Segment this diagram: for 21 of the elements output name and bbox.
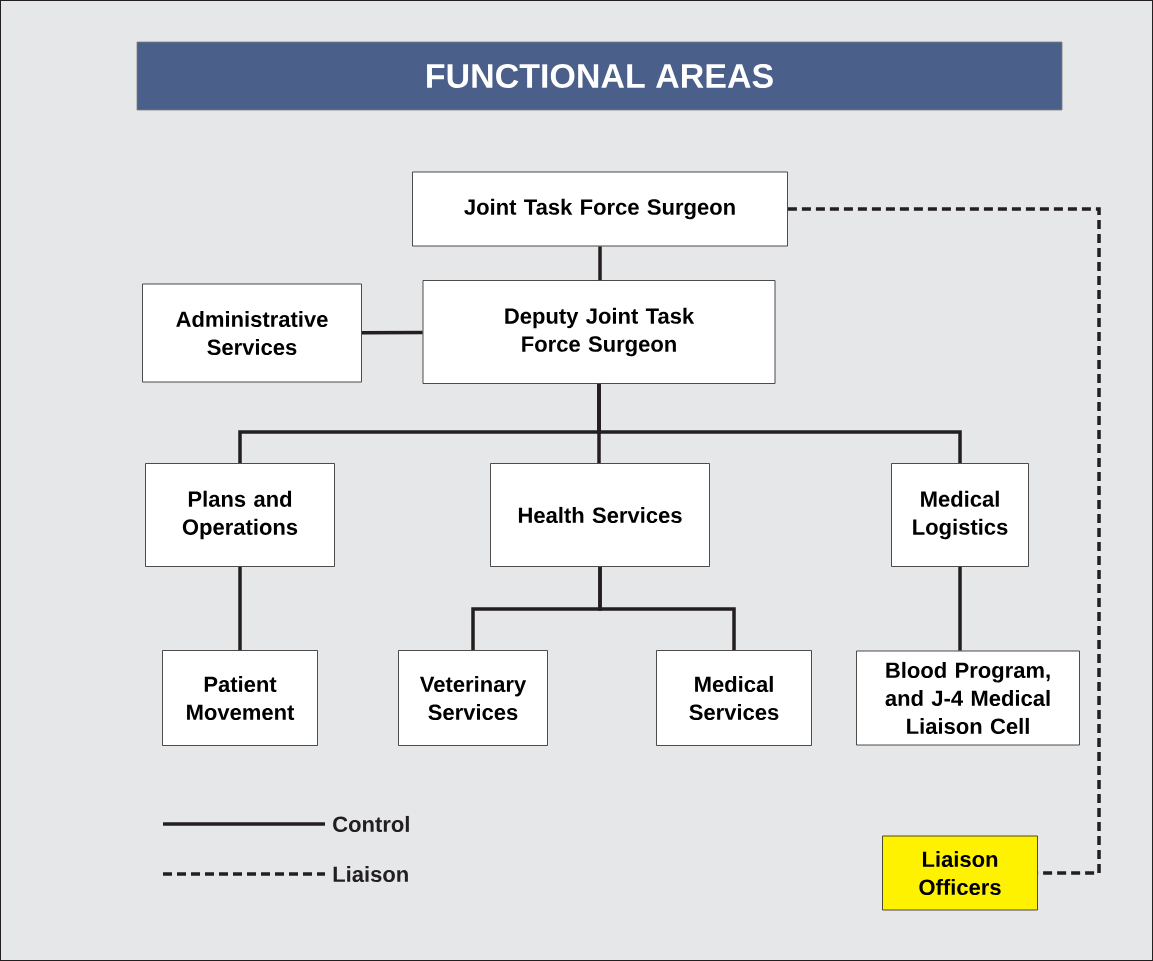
- org-box: Liaison Officers: [882, 835, 1038, 911]
- connector-line: [958, 566, 962, 651]
- connector-line: [238, 566, 242, 651]
- org-box: Patient Movement: [162, 650, 318, 746]
- org-box: Administrative Services: [142, 283, 362, 383]
- org-box: Joint Task Force Surgeon: [412, 171, 788, 247]
- connector-line: [597, 383, 962, 464]
- org-box: Veterinary Services: [398, 650, 548, 746]
- legend-label: Liaison: [333, 865, 408, 883]
- org-box: Plans and Operations: [145, 463, 335, 567]
- org-box: Medical Logistics: [891, 463, 1029, 567]
- connector-line: [598, 246, 602, 281]
- org-box: Blood Program, and J-4 Medical Liaison Cell: [856, 650, 1080, 746]
- connector-line: [598, 566, 736, 651]
- title-banner: FUNCTIONAL AREAS: [136, 41, 1063, 111]
- legend-label: Control: [333, 815, 409, 833]
- org-box: Health Services: [490, 463, 710, 567]
- connector-line: [361, 330, 423, 335]
- org-box: Medical Services: [656, 650, 812, 746]
- org-box: Deputy Joint Task Force Surgeon: [422, 280, 776, 384]
- connector-line: [787, 207, 1101, 875]
